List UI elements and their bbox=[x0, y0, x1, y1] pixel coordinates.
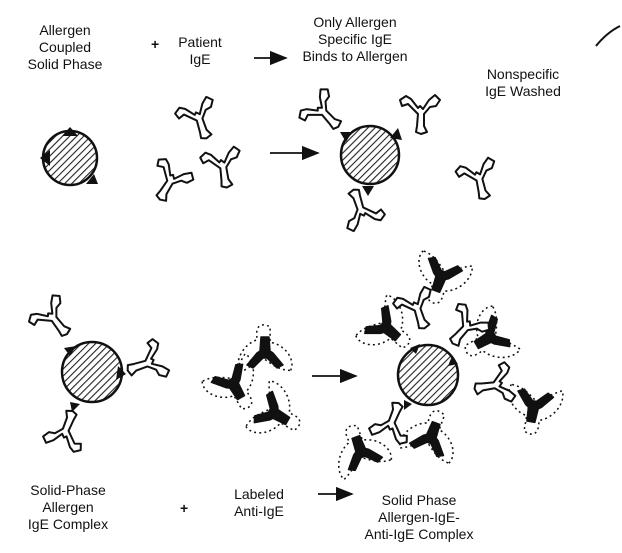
allergen-solid-phase-label: Allergen Coupled Solid Phase bbox=[16, 22, 114, 73]
patient-ige-icon bbox=[142, 95, 246, 209]
solid-phase-bead-icon bbox=[40, 127, 98, 185]
plus-sign: + bbox=[180, 500, 188, 516]
solid-phase-complex-label: Solid-Phase Allergen IgE Complex bbox=[18, 482, 118, 533]
patient-ige-label: Patient IgE bbox=[170, 34, 230, 68]
solid-phase-ige-complex-icon bbox=[26, 292, 171, 455]
only-allergen-specific-label: Only Allergen Specific IgE Binds to Alle… bbox=[290, 14, 420, 65]
nonspecific-washed-label: Nonspecific IgE Washed bbox=[468, 66, 578, 100]
labeled-anti-ige-icon bbox=[200, 325, 312, 451]
bead-with-bound-ige-icon bbox=[296, 86, 440, 233]
edge-curve bbox=[596, 26, 620, 46]
final-complex-icon bbox=[326, 248, 564, 480]
washed-ige-icon bbox=[454, 156, 503, 204]
result-complex-label: Solid Phase Allergen-IgE- Anti-IgE Compl… bbox=[356, 492, 482, 543]
plus-sign: + bbox=[151, 36, 159, 52]
labeled-anti-ige-label: Labeled Anti-IgE bbox=[214, 486, 304, 520]
